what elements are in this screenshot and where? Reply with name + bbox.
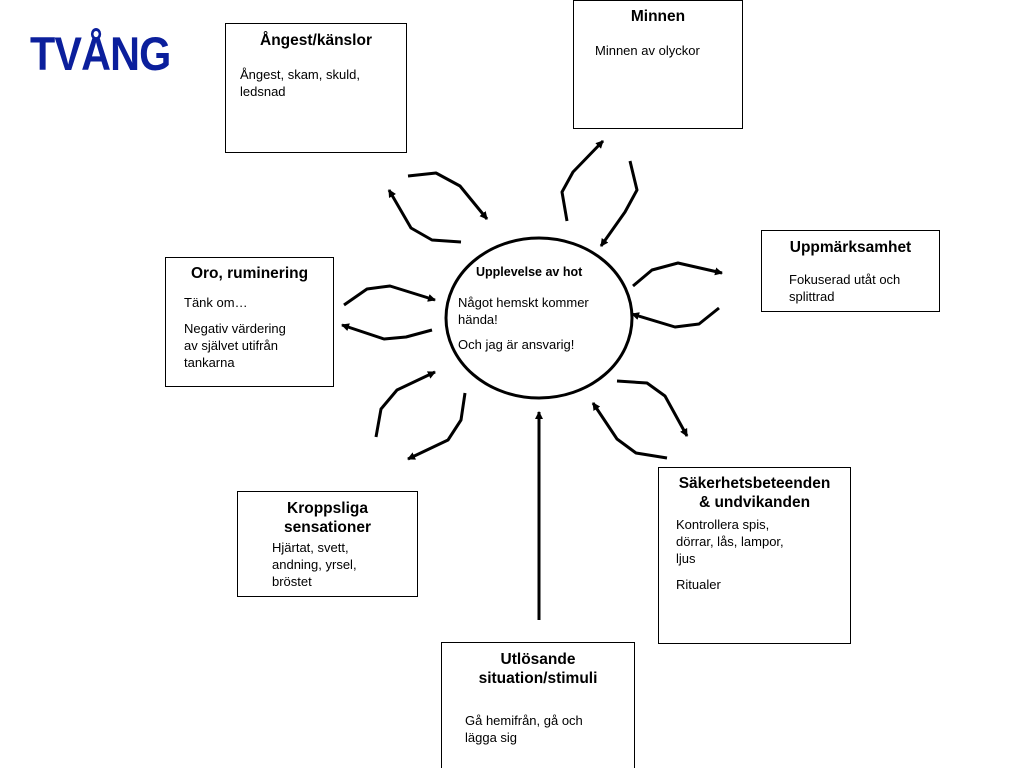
node-utlosande-body: Gå hemifrån, gå och lägga sig bbox=[465, 713, 583, 745]
arrow-minnen-to-center bbox=[599, 160, 639, 247]
center-line-1: Något hemskt kommer hända! bbox=[458, 295, 589, 327]
arrow-center-to-uppmarksamhet bbox=[632, 261, 723, 288]
node-kroppsliga-body: Hjärtat, svett, andning, yrsel, bröstet bbox=[272, 540, 357, 589]
node-sakerhet-body-1: Kontrollera spis, dörrar, lås, lampor, l… bbox=[676, 517, 784, 566]
arrow-center-to-oro bbox=[341, 323, 433, 341]
center-circle bbox=[444, 236, 634, 400]
node-angest-body: Ångest, skam, skuld, ledsnad bbox=[240, 67, 360, 99]
node-utlosande-title: Utlösande situation/stimuli bbox=[478, 651, 598, 687]
arrow-oro-to-center bbox=[343, 284, 436, 307]
arrow-center-to-sakerhet bbox=[616, 379, 689, 437]
center-title: Upplevelse av hot bbox=[476, 265, 583, 279]
arrow-angest-to-center bbox=[407, 171, 489, 220]
node-utlosande: Utlösande situation/stimuli Gå hemifrån,… bbox=[441, 642, 635, 768]
node-kroppsliga: Kroppsliga sensationer Hjärtat, svett, a… bbox=[237, 491, 418, 597]
node-oro-body-1: Tänk om… bbox=[184, 295, 248, 310]
node-angest-title: Ångest/känslor bbox=[260, 32, 372, 49]
node-minnen-body: Minnen av olyckor bbox=[595, 43, 700, 58]
diagram-title: TVÅNG bbox=[30, 27, 171, 80]
node-sakerhet-body-2: Ritualer bbox=[676, 577, 721, 592]
center-line-2: Och jag är ansvarig! bbox=[458, 337, 575, 352]
node-oro: Oro, ruminering Tänk om… Negativ värderi… bbox=[165, 257, 334, 387]
node-angest: Ångest/känslor Ångest, skam, skuld, leds… bbox=[225, 23, 407, 153]
node-uppmarksamhet-body: Fokuserad utåt och splittrad bbox=[789, 272, 901, 304]
node-uppmarksamhet: Uppmärksamhet Fokuserad utåt och splittr… bbox=[761, 230, 940, 312]
arrow-uppmarksamhet-to-center bbox=[631, 306, 720, 329]
arrow-center-to-minnen bbox=[560, 139, 605, 222]
arrow-kroppsliga-to-center bbox=[374, 370, 436, 438]
arrow-sakerhet-to-center bbox=[591, 402, 668, 460]
arrow-center-to-angest bbox=[387, 189, 462, 244]
node-minnen-title: Minnen bbox=[630, 8, 686, 25]
arrow-center-to-kroppsliga bbox=[407, 392, 467, 461]
node-sakerhet: Säkerhetsbeteenden & undvikanden Kontrol… bbox=[658, 467, 851, 644]
node-oro-body-2: Negativ värdering av självet utifrån tan… bbox=[184, 321, 286, 370]
node-kroppsliga-title: Kroppsliga sensationer bbox=[283, 500, 371, 536]
node-minnen: Minnen Minnen av olyckor bbox=[573, 0, 743, 129]
node-oro-title: Oro, ruminering bbox=[190, 265, 309, 282]
node-uppmarksamhet-title: Uppmärksamhet bbox=[789, 239, 912, 256]
node-sakerhet-title: Säkerhetsbeteenden & undvikanden bbox=[678, 475, 831, 511]
